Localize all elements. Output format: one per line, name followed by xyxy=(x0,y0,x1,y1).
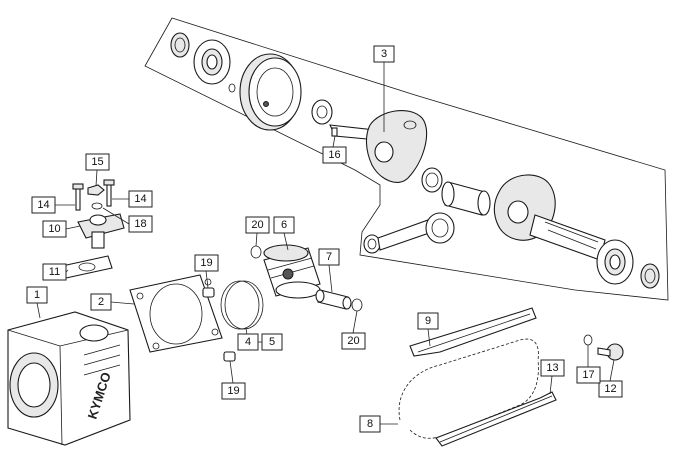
needle-bearing xyxy=(421,167,443,193)
svg-text:11: 11 xyxy=(49,266,60,278)
callout-6: 6 xyxy=(273,216,295,234)
callout-19-lower: 19 xyxy=(221,382,246,400)
tensioner-o-ring xyxy=(91,202,103,210)
callout-15: 15 xyxy=(85,153,110,171)
crank-pin xyxy=(441,181,491,216)
svg-text:8: 8 xyxy=(367,418,373,430)
right-crank-half xyxy=(493,174,606,261)
svg-text:5: 5 xyxy=(269,336,275,348)
crankshaft-group-outline xyxy=(144,17,669,301)
callout-2: 2 xyxy=(90,293,112,311)
callout-labels: 1 2 3 4 5 6 7 8 9 10 11 12 13 14 14 15 1… xyxy=(26,45,623,433)
svg-text:15: 15 xyxy=(91,156,103,168)
cylinder-block: KYMCO xyxy=(7,311,131,446)
callout-10: 10 xyxy=(42,220,67,238)
callout-13: 13 xyxy=(540,359,565,377)
left-crank-half xyxy=(329,110,428,183)
left-sprocket xyxy=(170,32,190,58)
callout-20-upper: 20 xyxy=(245,216,270,234)
svg-text:10: 10 xyxy=(48,223,60,235)
tensioner-pivot-washer xyxy=(583,334,593,346)
callout-17: 17 xyxy=(576,366,601,384)
piston-clip-lower xyxy=(351,298,363,312)
svg-text:3: 3 xyxy=(381,48,387,60)
cylinder-base-gasket xyxy=(129,274,223,353)
svg-text:6: 6 xyxy=(281,219,287,231)
svg-text:20: 20 xyxy=(251,219,263,231)
callout-14-left: 14 xyxy=(31,196,56,214)
callout-18: 18 xyxy=(128,215,153,233)
piston-pin xyxy=(315,289,352,310)
svg-text:12: 12 xyxy=(604,383,616,395)
cam-chain-guide xyxy=(409,307,537,357)
piston xyxy=(263,244,321,299)
callout-8: 8 xyxy=(359,415,381,433)
tensioner-pivot-bolt xyxy=(597,343,624,361)
piston-clip-upper xyxy=(250,245,262,259)
chain-tensioner-slider xyxy=(435,391,557,447)
cam-chain-tensioner xyxy=(77,213,125,249)
svg-text:14: 14 xyxy=(134,193,146,205)
svg-text:16: 16 xyxy=(328,149,340,161)
svg-text:18: 18 xyxy=(134,218,146,230)
svg-text:7: 7 xyxy=(326,251,332,263)
callout-12: 12 xyxy=(598,380,623,398)
svg-text:9: 9 xyxy=(425,315,431,327)
svg-text:19: 19 xyxy=(227,385,239,397)
tensioner-bolt-right xyxy=(103,179,115,207)
callout-3: 3 xyxy=(373,45,395,63)
piston-rings xyxy=(220,280,264,330)
svg-text:14: 14 xyxy=(37,199,49,211)
callout-11: 11 xyxy=(42,263,67,281)
tensioner-cap-bolt xyxy=(87,184,105,196)
callout-19-upper: 19 xyxy=(194,254,219,272)
callout-1: 1 xyxy=(26,286,48,304)
svg-text:17: 17 xyxy=(582,369,594,381)
callout-16: 16 xyxy=(322,146,347,164)
crank-oil-seal xyxy=(311,99,333,125)
callout-4: 4 xyxy=(237,333,259,351)
cam-chain xyxy=(398,338,539,439)
tensioner-gasket xyxy=(61,255,113,279)
right-bearing xyxy=(596,239,634,285)
dowel-pin-upper xyxy=(202,287,215,298)
left-bearing xyxy=(193,39,231,85)
svg-text:13: 13 xyxy=(546,362,558,374)
callout-14-right: 14 xyxy=(128,190,153,208)
dowel-pin-lower xyxy=(223,351,236,362)
svg-text:19: 19 xyxy=(200,257,212,269)
connecting-rod xyxy=(363,212,455,254)
crank-flywheel xyxy=(239,53,302,131)
right-sprocket xyxy=(640,263,660,289)
svg-text:2: 2 xyxy=(98,296,104,308)
svg-text:20: 20 xyxy=(347,335,359,347)
callout-9: 9 xyxy=(417,312,439,330)
callout-7: 7 xyxy=(318,248,340,266)
left-washer xyxy=(228,83,236,93)
svg-text:1: 1 xyxy=(34,289,40,301)
woodruff-key xyxy=(331,127,338,137)
callout-5: 5 xyxy=(261,333,283,351)
svg-text:4: 4 xyxy=(245,336,251,348)
callout-20-lower: 20 xyxy=(341,332,366,350)
tensioner-bolt-left xyxy=(72,183,84,211)
